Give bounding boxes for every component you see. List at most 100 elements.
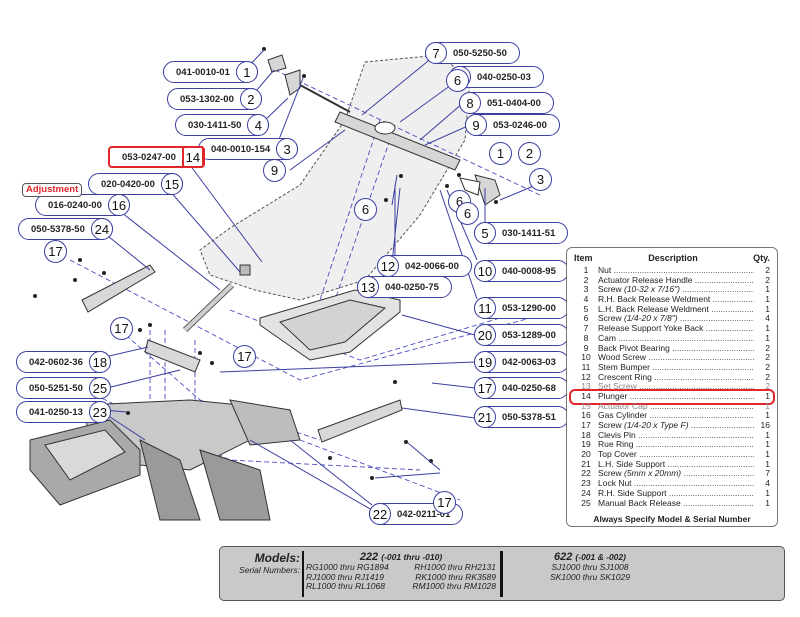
row-item: 13 [581, 381, 591, 392]
item-number: 11 [474, 297, 496, 319]
item-bubble-17: 17 [433, 491, 456, 514]
part-number: 040-0250-75 [385, 281, 439, 293]
item-number: 15 [160, 173, 183, 195]
parts-row-24: 24R.H. Side Support1 [567, 487, 777, 499]
callout-item-11: 11 053-1290-00 [474, 297, 569, 319]
row-item: 19 [581, 439, 591, 450]
row-qty: 2 [765, 274, 770, 285]
callout-item-8: 8 051-0404-00 [459, 92, 554, 114]
row-description: Screw (10-32 x 7/16") [598, 285, 754, 295]
row-qty: 1 [765, 323, 770, 334]
serial-range: SK1000 thru SK1029 [550, 571, 630, 582]
part-number: 051-0404-00 [487, 97, 541, 109]
item-number: 4 [247, 114, 270, 136]
item-number: 21 [474, 406, 496, 428]
serial-range: RL1000 thru RL1068 [306, 581, 385, 591]
callout-item-4: 030-1411-50 4 [175, 114, 270, 136]
row-item: 25 [581, 497, 591, 508]
row-description: Screw (5mm x 20mm) [598, 469, 754, 479]
item-bubble-1: 1 [489, 142, 512, 165]
item-number: 14 [181, 146, 204, 168]
base-frame [29, 399, 301, 521]
table-top-cushion [199, 54, 471, 301]
serial-range: RJ1000 thru RJ1419 [306, 571, 384, 582]
row-item: 2 [583, 274, 589, 285]
row-item: 24 [581, 487, 591, 498]
part-number: 030-1411-50 [188, 119, 242, 131]
parts-row-6: 6 Screw (1/4-20 x 7/8") 4 [567, 314, 777, 324]
parts-table-body: 1Nut22Actuator Release Handle23Screw (10… [567, 265, 777, 509]
models-serial-box: Models: Serial Numbers: 222 (-001 thru -… [219, 546, 785, 601]
part-number: 050-5378-50 [31, 223, 85, 235]
row-qty: 4 [765, 313, 770, 324]
row-qty: 1 [765, 458, 770, 469]
row-item: 5 [583, 303, 589, 314]
part-number: 053-1290-00 [502, 302, 556, 314]
adjustment-label: Adjustment [22, 183, 83, 197]
row-description: Screw (1/4-20 x 7/8") [598, 314, 754, 324]
divider [302, 551, 304, 597]
row-item: 17 [581, 420, 591, 430]
parts-row-22: 22 Screw (5mm x 20mm) 7 [567, 469, 777, 479]
item-number: 8 [459, 92, 481, 114]
row-description: Back Pivot Bearing [598, 344, 754, 354]
item-number: 18 [88, 351, 111, 373]
row-description: Rue Ring [598, 440, 754, 450]
part-number: 053-0247-00 [122, 151, 176, 163]
row-item: 10 [581, 352, 591, 363]
item-number: 9 [465, 114, 487, 136]
item-number: 23 [88, 401, 111, 423]
row-qty: 1 [765, 429, 770, 440]
row-item: 6 [583, 313, 589, 324]
row-item: 22 [581, 468, 591, 479]
item-number: 7 [425, 42, 447, 64]
part-number: 040-0250-03 [477, 71, 531, 83]
item-bubble-17: 17 [110, 317, 133, 340]
divider [500, 551, 503, 597]
row-qty: 1 [765, 303, 770, 314]
row-description: Lock Nut [598, 479, 754, 489]
item-number: 19 [474, 351, 496, 373]
row-item: 11 [581, 361, 591, 372]
row-description: Actuator Cap [598, 402, 754, 412]
item-number: 17 [474, 377, 496, 399]
item-bubble-17: 17 [233, 345, 256, 368]
row-description: L.H. Back Release Weldment [598, 305, 754, 315]
parts-row-14: 14Plunger1 [567, 389, 777, 405]
parts-list-table: Item Description Qty. 1Nut22Actuator Rel… [566, 247, 778, 527]
item-bubble-2: 2 [518, 142, 541, 165]
row-qty: 7 [765, 468, 770, 479]
row-qty: 1 [765, 400, 770, 411]
part-number: 050-5250-50 [453, 47, 507, 59]
item-number: 13 [357, 276, 379, 298]
part-number: 042-0211-01 [397, 508, 451, 520]
row-qty: 2 [765, 342, 770, 353]
parts-table-header: Item Description Qty. [567, 248, 777, 266]
row-qty: 2 [765, 265, 770, 275]
row-description: Stem Bumper [598, 363, 754, 373]
row-description: L.H. Side Support [598, 460, 754, 470]
row-description: Clevis Pin [598, 431, 754, 441]
item-bubble-3: 3 [529, 168, 552, 191]
item-number: 22 [369, 503, 391, 525]
row-item: 23 [581, 478, 591, 489]
